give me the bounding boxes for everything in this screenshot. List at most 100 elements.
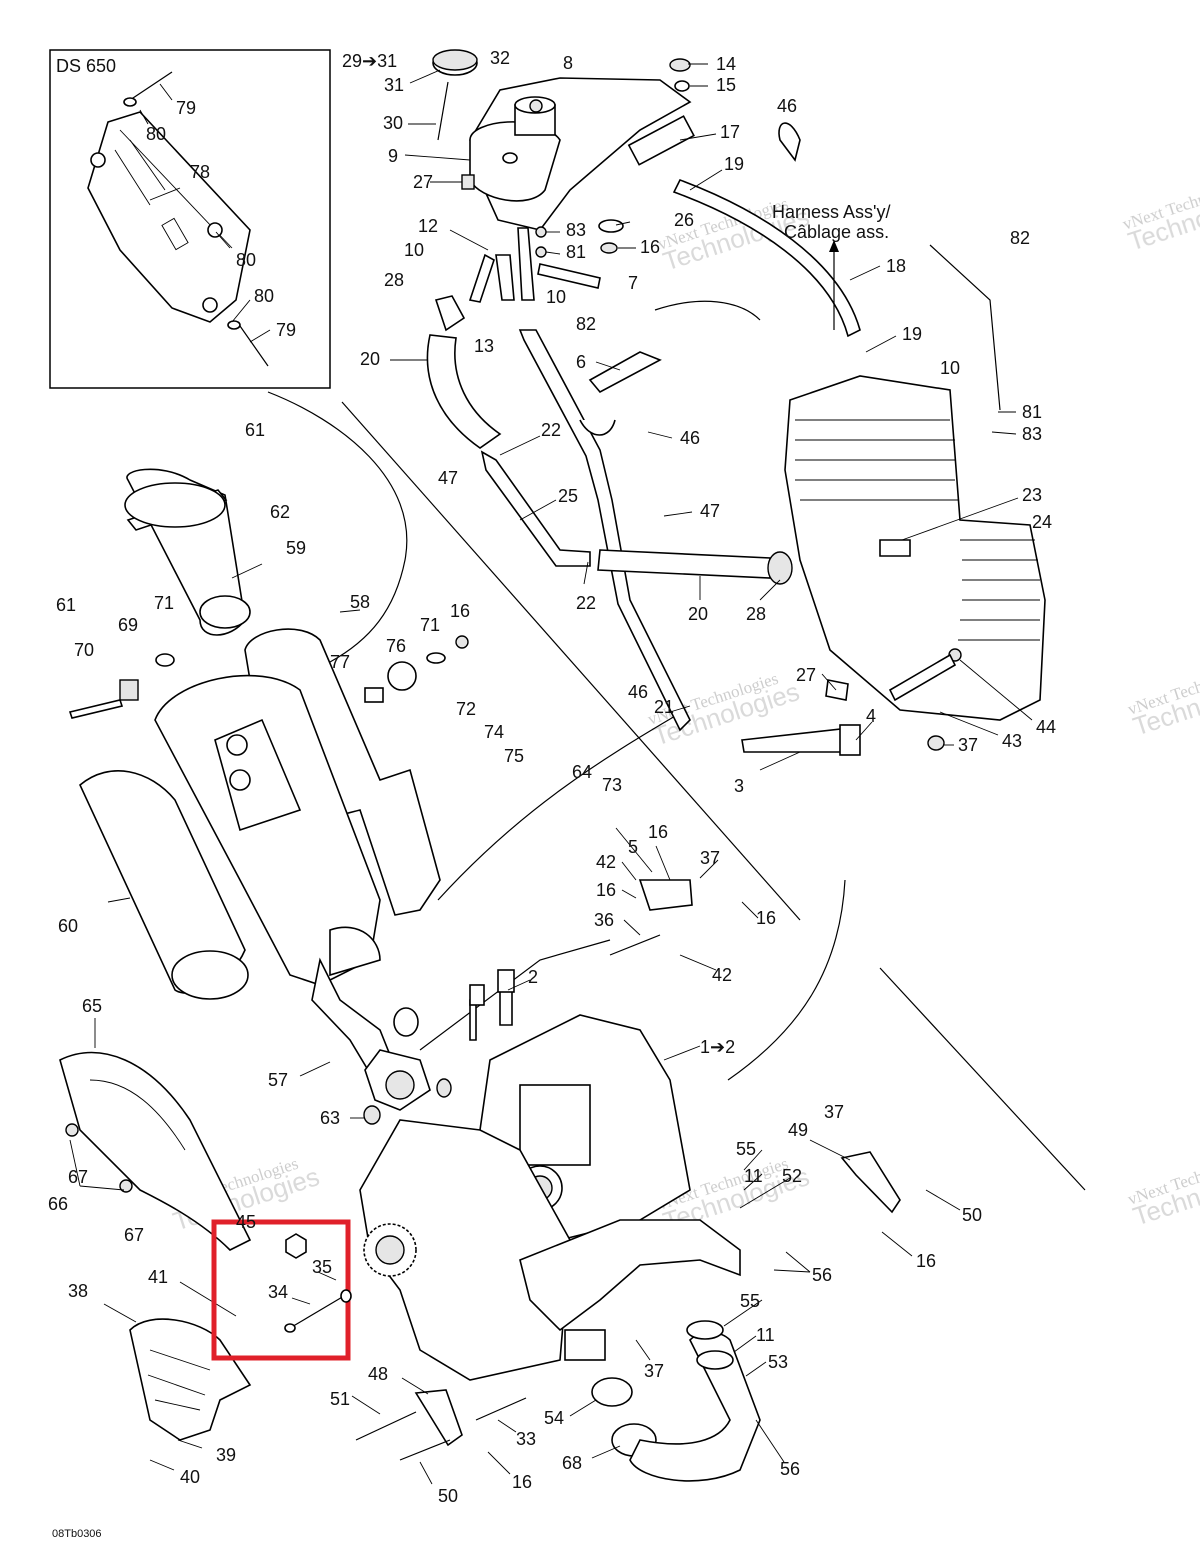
callout-11b: 11 [756,1325,775,1345]
callout-10b: 10 [546,287,566,307]
leader-lines [69,63,1033,1485]
callout-20b: 20 [688,604,708,624]
callout-60: 60 [58,916,78,936]
callout-42a: 42 [596,852,616,872]
callout-37a: 37 [958,735,978,755]
callout-82a: 82 [1010,228,1030,248]
leader-line [215,231,231,249]
callout-39: 39 [216,1445,236,1465]
guide-lines [267,391,1086,1191]
callout-19a: 19 [724,154,744,174]
callout-77: 77 [330,652,350,672]
callout-46c: 46 [628,682,648,702]
leader-line [149,187,181,201]
callout-83b: 83 [1022,424,1042,444]
callout-23: 23 [1022,485,1042,505]
inset-label: 80 [254,286,274,306]
callout-70: 70 [74,640,94,660]
callout-74: 74 [484,722,504,742]
callout-76: 76 [386,636,406,656]
callout-8: 8 [563,53,573,73]
callout-20a: 20 [360,349,380,369]
callout-59: 59 [286,538,306,558]
callout-35: 35 [312,1257,332,1277]
callout-55b: 55 [740,1291,760,1311]
callout-48: 48 [368,1364,388,1384]
callout-63: 63 [320,1108,340,1128]
callout-61b: 61 [56,595,76,615]
callout-16g: 16 [512,1472,532,1492]
engine-lower [355,879,901,1482]
callout-1-2: 1➔2 [700,1037,735,1057]
callout-82b: 82 [576,314,596,334]
callout-12: 12 [418,216,438,236]
callout-2: 2 [528,967,538,987]
callout-16c: 16 [648,822,668,842]
inset-label: 79 [176,98,196,118]
callout-73: 73 [602,775,622,795]
callout-10c: 10 [940,358,960,378]
callout-52: 52 [782,1166,802,1186]
callout-47a: 47 [438,468,458,488]
callout-16f: 16 [916,1251,936,1271]
inset-title: DS 650 [56,56,116,76]
callout-38: 38 [68,1281,88,1301]
callout-15: 15 [716,75,736,95]
callout-27b: 27 [796,665,816,685]
callout-45: 45 [236,1212,256,1232]
callout-50b: 50 [438,1486,458,1506]
leader-line [231,299,251,323]
callout-67b: 67 [124,1225,144,1245]
callout-42b: 42 [712,965,732,985]
callout-56a: 56 [812,1265,832,1285]
callout-31: 31 [384,75,404,95]
callout-7: 7 [628,273,638,293]
harness-note: Harness Ass'y/ Câblage ass. [772,202,890,330]
harness-note-line2: Câblage ass. [784,222,889,242]
heat-guards [59,1051,252,1441]
engine-block [741,375,1046,756]
callout-50a: 50 [962,1205,982,1225]
callout-53: 53 [768,1352,788,1372]
callout-37b: 37 [700,848,720,868]
callout-41: 41 [148,1267,168,1287]
callout-37c: 37 [824,1102,844,1122]
callout-16d: 16 [596,880,616,900]
callout-36: 36 [594,910,614,930]
callout-30: 30 [383,113,403,133]
callout-26: 26 [674,210,694,230]
callout-3: 3 [734,776,744,796]
callout-54: 54 [544,1408,564,1428]
callout-83a: 83 [566,220,586,240]
callout-49: 49 [788,1120,808,1140]
callout-71a: 71 [154,593,174,613]
ds650-inset: DS 650 79 80 78 80 80 79 [49,49,331,389]
callout-22a: 22 [541,420,561,440]
callout-28b: 28 [746,604,766,624]
callout-68: 68 [562,1453,582,1473]
callout-29-31: 29➔31 [342,51,397,71]
inset-label: 79 [276,320,296,340]
callout-16a: 16 [640,237,660,257]
callout-71b: 71 [420,615,440,635]
callout-18: 18 [886,256,906,276]
watermark: vNext Technologies Technologies [1125,659,1200,742]
callout-28a: 28 [384,270,404,290]
callout-61a: 61 [245,420,265,440]
callout-11a: 11 [744,1166,763,1186]
harness-note-line1: Harness Ass'y/ [772,202,890,222]
callout-37d: 37 [644,1361,664,1381]
callout-34: 34 [268,1282,288,1302]
callout-43: 43 [1002,731,1022,751]
callout-64: 64 [572,762,592,782]
inset-label: 80 [236,250,256,270]
callout-14: 14 [716,54,736,74]
leader-line [159,83,173,101]
callout-51: 51 [330,1389,350,1409]
callout-46b: 46 [680,428,700,448]
callout-9: 9 [388,146,398,166]
watermark: vNext Technologies Technologies [1120,174,1200,257]
callout-19b: 19 [902,324,922,344]
